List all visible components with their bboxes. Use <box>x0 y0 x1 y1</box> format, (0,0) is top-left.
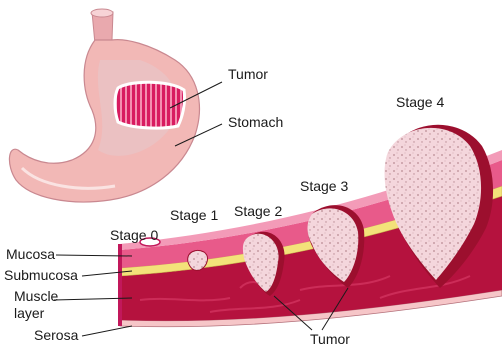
stomach-illustration <box>9 9 199 202</box>
stage4-label: Stage 4 <box>396 94 444 110</box>
stage2-label: Stage 2 <box>234 203 282 219</box>
stage3-label: Stage 3 <box>300 178 348 194</box>
muscle-label-line1: Muscle <box>14 288 59 304</box>
submucosa-label: Submucosa <box>4 267 78 283</box>
serosa-leader-line <box>82 326 132 336</box>
mucosa-label: Mucosa <box>6 246 55 262</box>
tumor-bottom-label: Tumor <box>310 331 350 347</box>
muscle-label-line2: layer <box>14 305 45 321</box>
serosa-label: Serosa <box>34 327 79 343</box>
tumor-top-label: Tumor <box>228 66 268 82</box>
stage0-label: Stage 0 <box>110 227 158 243</box>
stomach-label: Stomach <box>228 114 283 130</box>
stage1-label: Stage 1 <box>170 207 218 223</box>
